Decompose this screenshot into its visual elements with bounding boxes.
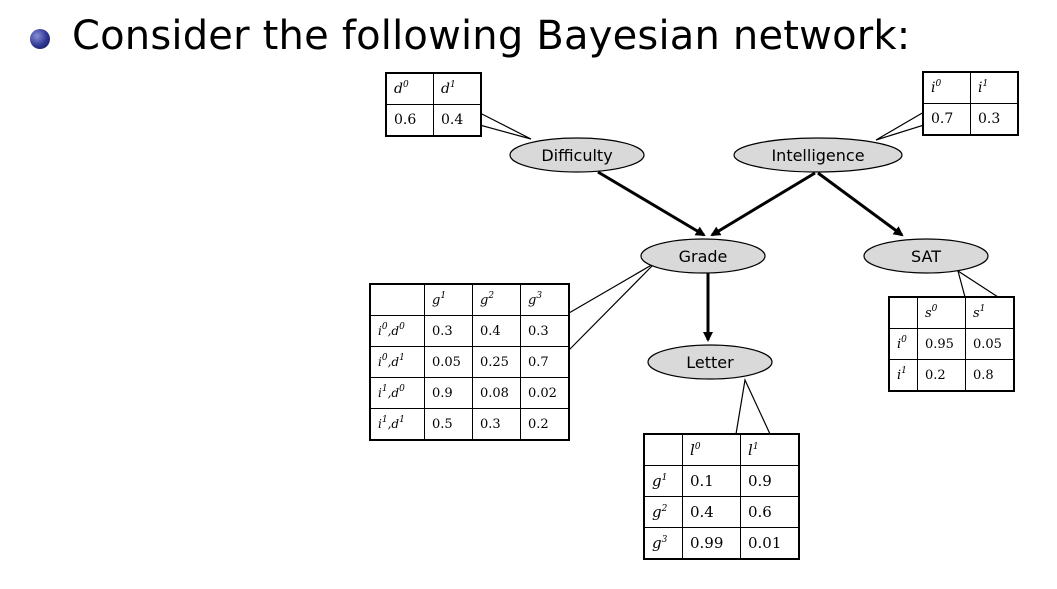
table-row: g2 0.4 0.6 xyxy=(643,496,800,528)
value-cell: 0.99 xyxy=(682,527,741,560)
cpd-table-difficulty: d0 d1 0.6 0.4 xyxy=(385,72,482,137)
value-cell: 0.9 xyxy=(424,377,473,409)
header-cell: s1 xyxy=(965,296,1015,329)
header-cell: i1 xyxy=(970,71,1019,104)
row-label: i0,d0 xyxy=(369,315,425,347)
header-cell: g2 xyxy=(472,283,521,316)
value-cell: 0.4 xyxy=(472,315,521,347)
row-label: g3 xyxy=(643,527,683,560)
table-row: i1 0.2 0.8 xyxy=(888,359,1015,392)
value-cell: 0.3 xyxy=(424,315,473,347)
value-cell: 0.1 xyxy=(682,465,741,497)
callout-grade xyxy=(568,262,656,351)
table-row: i0,d1 0.05 0.25 0.7 xyxy=(369,346,570,378)
value-cell: 0.6 xyxy=(385,104,434,137)
value-cell: 0.2 xyxy=(520,408,570,441)
value-cell: 0.08 xyxy=(472,377,521,409)
node-difficulty: Difficulty xyxy=(509,137,645,173)
cpd-table-letter: l0 l1 g1 0.1 0.9 g2 0.4 0.6 g3 0.99 0.01 xyxy=(643,433,800,560)
value-cell: 0.4 xyxy=(682,496,741,528)
table-row: g1 0.1 0.9 xyxy=(643,465,800,497)
table-row: i1,d1 0.5 0.3 0.2 xyxy=(369,408,570,441)
value-cell: 0.05 xyxy=(965,328,1015,360)
value-cell: 0.5 xyxy=(424,408,473,441)
callout-sat xyxy=(957,269,999,298)
edge-difficulty-grade xyxy=(597,170,706,237)
row-label: i0,d1 xyxy=(369,346,425,378)
header-cell: d1 xyxy=(433,72,482,105)
callout-letter xyxy=(735,377,771,435)
node-grade-label: Grade xyxy=(679,247,728,266)
value-cell: 0.02 xyxy=(520,377,570,409)
node-letter-label: Letter xyxy=(686,353,734,372)
row-label: i0 xyxy=(888,328,918,360)
node-sat-label: SAT xyxy=(911,247,941,266)
header-cell: g1 xyxy=(424,283,473,316)
corner-cell xyxy=(643,433,683,466)
table-row: i0,d0 0.3 0.4 0.3 xyxy=(369,315,570,347)
header-cell: s0 xyxy=(917,296,966,329)
value-cell: 0.7 xyxy=(520,346,570,378)
value-cell: 0.2 xyxy=(917,359,966,392)
value-cell: 0.6 xyxy=(740,496,800,528)
row-label: i1,d1 xyxy=(369,408,425,441)
table-row: i1,d0 0.9 0.08 0.02 xyxy=(369,377,570,409)
row-label: g2 xyxy=(643,496,683,528)
callout-intelligence xyxy=(875,111,925,141)
value-cell: 0.05 xyxy=(424,346,473,378)
value-cell: 0.95 xyxy=(917,328,966,360)
cpd-table-sat: s0 s1 i0 0.95 0.05 i1 0.2 0.8 xyxy=(888,296,1015,392)
callout-difficulty xyxy=(475,110,532,140)
value-cell: 0.7 xyxy=(922,103,971,136)
node-difficulty-label: Difficulty xyxy=(541,146,612,165)
node-sat: SAT xyxy=(863,238,989,274)
value-cell: 0.01 xyxy=(740,527,800,560)
corner-cell xyxy=(369,283,425,316)
edge-intelligence-grade xyxy=(710,171,816,237)
header-cell: g3 xyxy=(520,283,570,316)
row-label: g1 xyxy=(643,465,683,497)
header-cell: l0 xyxy=(682,433,741,466)
row-label: i1,d0 xyxy=(369,377,425,409)
row-label: i1 xyxy=(888,359,918,392)
header-cell: d0 xyxy=(385,72,434,105)
value-cell: 0.9 xyxy=(740,465,800,497)
value-cell: 0.3 xyxy=(472,408,521,441)
node-intelligence-label: Intelligence xyxy=(771,146,864,165)
table-row: g3 0.99 0.01 xyxy=(643,527,800,560)
header-cell: i0 xyxy=(922,71,971,104)
node-grade: Grade xyxy=(640,238,766,274)
node-intelligence: Intelligence xyxy=(733,137,903,173)
edge-intelligence-sat xyxy=(817,171,904,237)
value-cell: 0.4 xyxy=(433,104,482,137)
header-cell: l1 xyxy=(740,433,800,466)
value-cell: 0.3 xyxy=(970,103,1019,136)
slide-heading: Consider the following Bayesian network: xyxy=(72,13,911,59)
cpd-table-grade: g1 g2 g3 i0,d0 0.3 0.4 0.3 i0,d1 0.05 0.… xyxy=(369,283,570,441)
value-cell: 0.8 xyxy=(965,359,1015,392)
node-letter: Letter xyxy=(647,344,773,380)
corner-cell xyxy=(888,296,918,329)
bullet-line: Consider the following Bayesian network: xyxy=(30,8,910,64)
cpd-table-intelligence: i0 i1 0.7 0.3 xyxy=(922,71,1019,136)
value-cell: 0.25 xyxy=(472,346,521,378)
table-row: i0 0.95 0.05 xyxy=(888,328,1015,360)
value-cell: 0.3 xyxy=(520,315,570,347)
bullet-icon xyxy=(30,29,50,49)
